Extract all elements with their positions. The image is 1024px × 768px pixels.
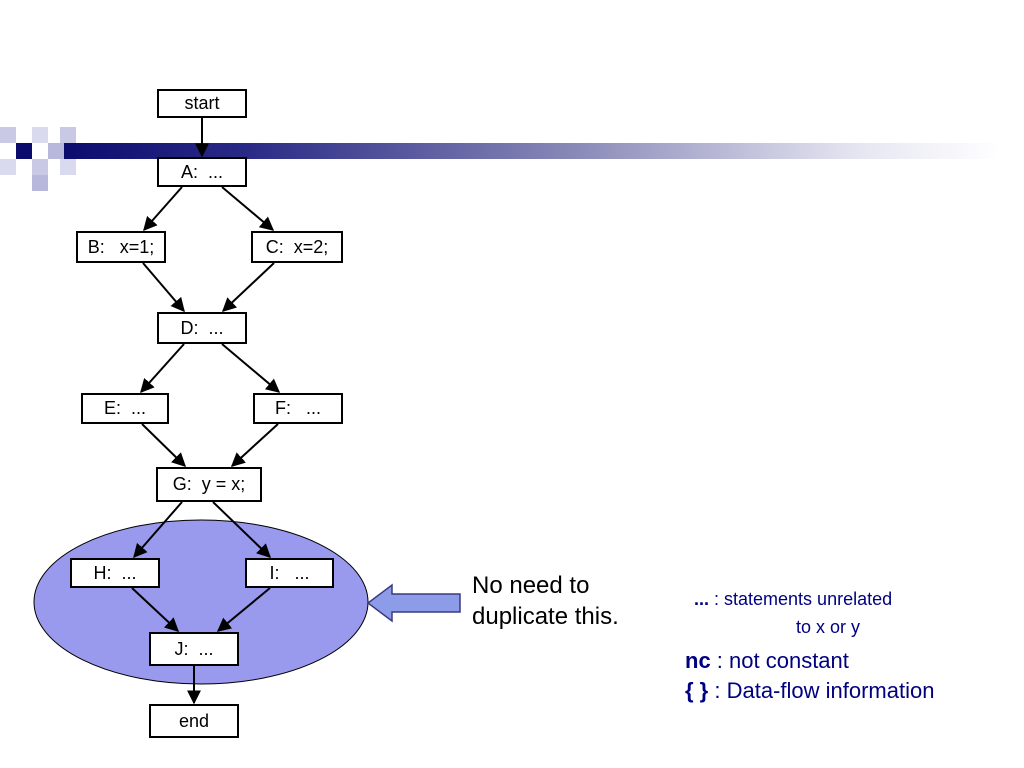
node-d: D: ... — [157, 312, 247, 344]
callout-text: No need to duplicate this. — [472, 570, 662, 632]
legend-nc: nc : not constant — [685, 648, 849, 674]
legend-dots: ... : statements unrelated — [694, 589, 892, 610]
node-j: J: ... — [149, 632, 239, 666]
legend-dots-key: ... — [694, 589, 710, 609]
deco-square — [32, 175, 48, 191]
node-a: A: ... — [157, 157, 247, 187]
deco-square — [16, 143, 32, 159]
edge-e-g — [141, 423, 187, 467]
node-start: start — [157, 89, 247, 118]
edge-d-e — [140, 343, 185, 394]
deco-square — [60, 159, 76, 175]
edge-c-d — [221, 262, 275, 312]
deco-square — [32, 127, 48, 143]
edge-h-j — [131, 587, 180, 632]
deco-square — [60, 127, 76, 143]
edge-g-i — [212, 501, 272, 558]
deco-square — [0, 127, 16, 143]
deco-square — [32, 159, 48, 175]
node-i: I: ... — [245, 558, 334, 588]
title-band — [60, 143, 1000, 159]
legend-nc-key: nc — [685, 648, 711, 673]
legend-braces: { } : Data-flow information — [685, 678, 934, 704]
node-b: B: x=1; — [76, 231, 166, 263]
node-end: end — [149, 704, 239, 738]
legend-dots-desc: : statements unrelated — [709, 589, 893, 609]
callout-line-2: duplicate this. — [472, 603, 619, 630]
legend-nc-desc: : not constant — [710, 648, 849, 673]
node-h: H: ... — [70, 558, 160, 588]
edge-a-c — [221, 186, 275, 231]
legend-dots-desc-2: to x or y — [796, 617, 861, 637]
legend-braces-desc: : Data-flow information — [708, 678, 935, 703]
node-c: C: x=2; — [251, 231, 343, 263]
edge-g-h — [133, 501, 183, 559]
callout-line-1: No need to — [472, 572, 590, 599]
node-f: F: ... — [253, 393, 343, 424]
edge-b-d — [142, 262, 185, 313]
deco-square — [48, 143, 64, 159]
edge-a-b — [143, 186, 183, 232]
legend-braces-key: { } — [685, 678, 709, 703]
callout-arrow — [366, 583, 461, 623]
node-g: G: y = x; — [156, 467, 262, 502]
edge-f-g — [230, 423, 279, 467]
deco-square — [0, 159, 16, 175]
edge-d-f — [221, 343, 281, 393]
edge-i-j — [216, 587, 271, 632]
node-e: E: ... — [81, 393, 169, 424]
